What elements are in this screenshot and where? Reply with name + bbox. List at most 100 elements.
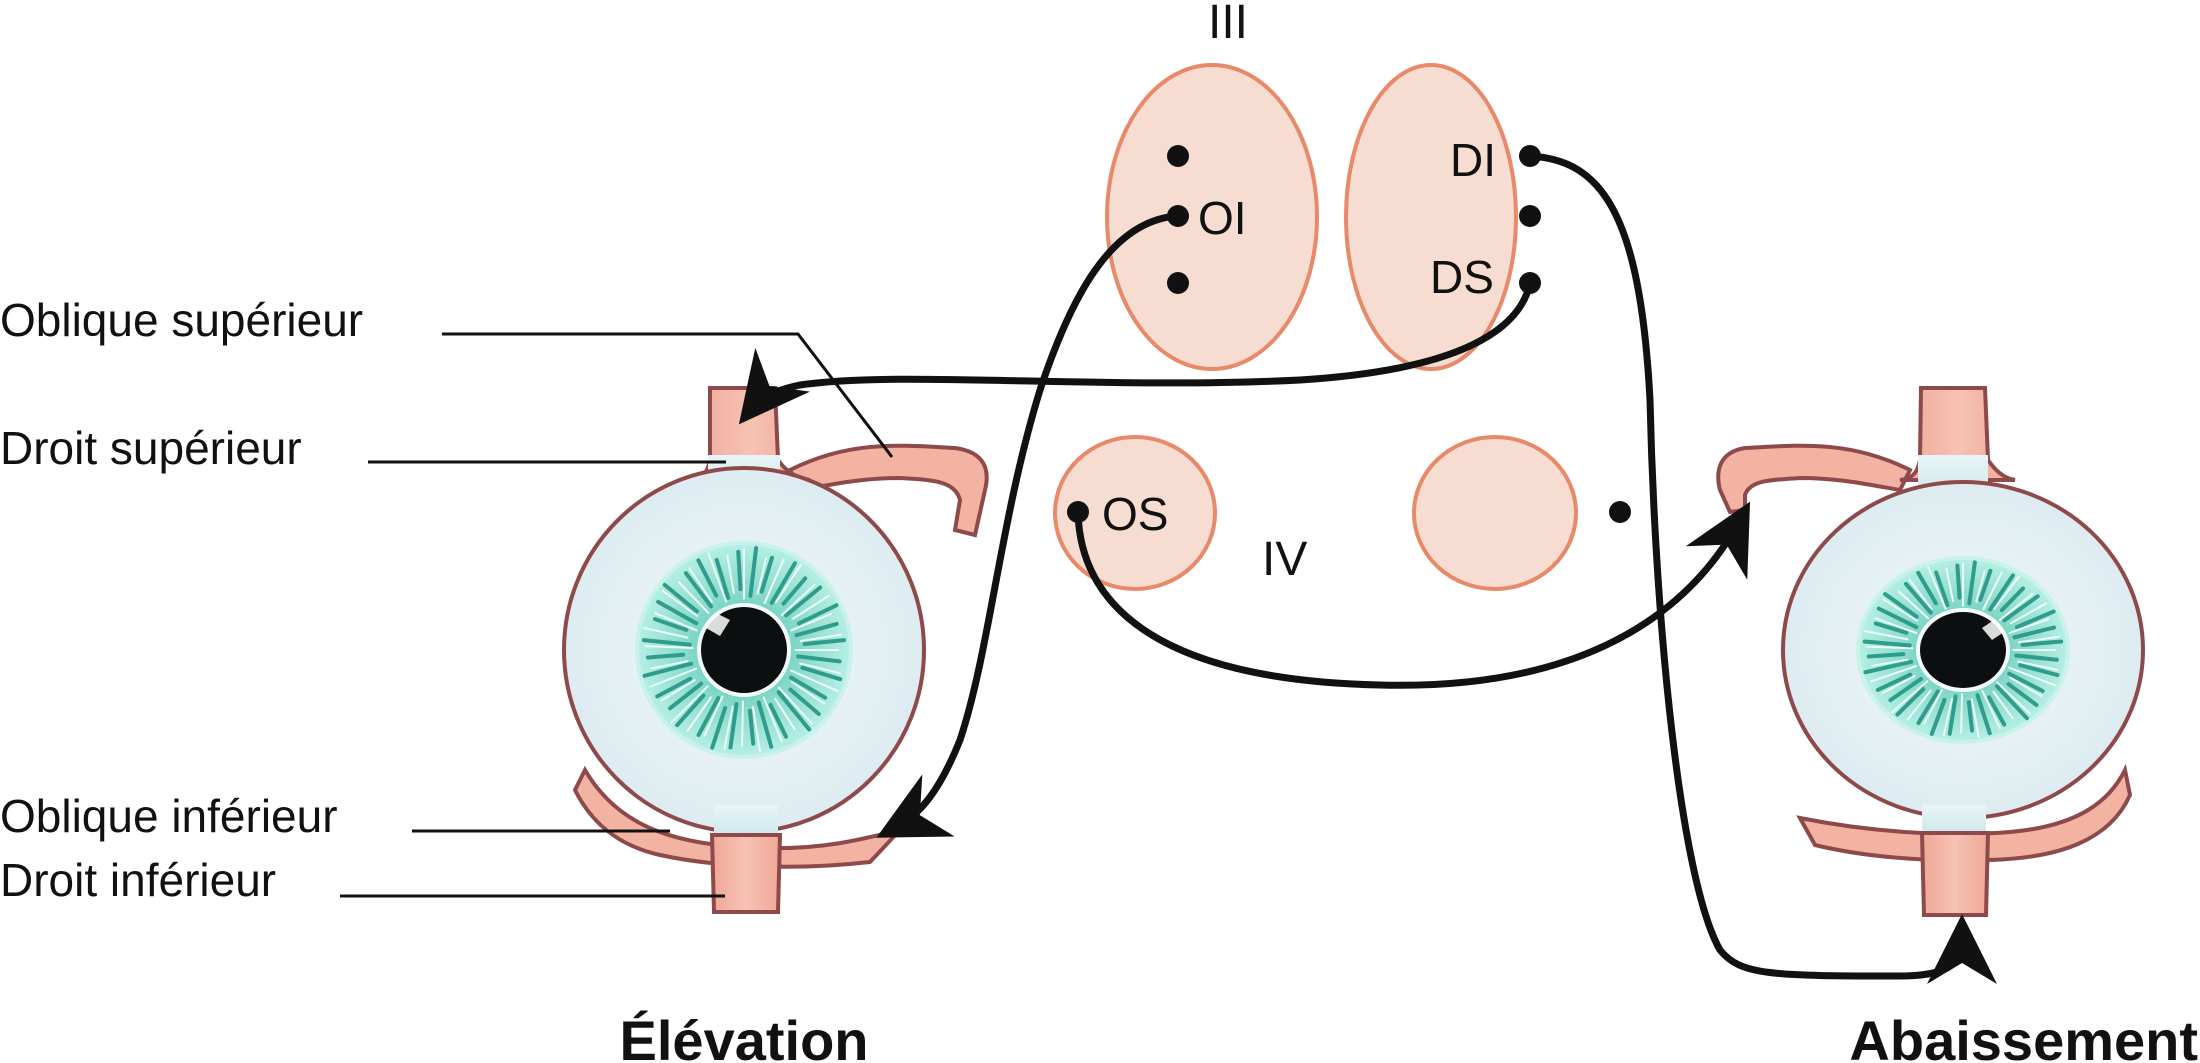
iris-streak (653, 617, 689, 632)
iris-streak (1992, 690, 2014, 720)
iris-streak (1874, 617, 1918, 635)
caption-elevation: Élévation (620, 1009, 869, 1063)
label-oblique-inferieur: Oblique inférieur (0, 790, 338, 842)
iris-streak (769, 561, 797, 605)
iris-streak (2002, 594, 2040, 623)
iris-streak (1862, 639, 1912, 648)
iris-streak (728, 702, 739, 750)
innervation-arrows (738, 152, 1997, 985)
eye-left (562, 386, 989, 914)
iris-streak (660, 679, 696, 702)
iris-streak (670, 685, 709, 724)
iris-streak (777, 686, 814, 725)
iris-streak (654, 612, 698, 632)
eye-right (1716, 386, 2145, 917)
iris-streak (1978, 568, 1993, 602)
tendon-rectus-inferior (714, 805, 778, 835)
iris-streak (1934, 570, 1950, 608)
nucleus-oculomotor-right (1344, 63, 1518, 371)
nucleus-group-iv: OS IV (1053, 435, 1631, 591)
iris-streak (661, 589, 699, 618)
iris-streak (710, 705, 728, 750)
iris-streak (1975, 570, 1986, 603)
iris-streak (2018, 663, 2060, 678)
iris-streak (788, 687, 821, 716)
iris-streak (2014, 609, 2056, 630)
leader-oblique-superior (442, 332, 894, 458)
muscle-oblique-superior (787, 443, 989, 538)
iris-streak (683, 571, 714, 609)
arrow-os-to-oblique-superior (1074, 501, 1751, 689)
iris-streak (686, 696, 712, 732)
nucleus-dot (1519, 205, 1541, 227)
iris-streak (776, 690, 812, 732)
iris-streak (741, 700, 744, 748)
iris-streak (2018, 635, 2060, 644)
iris-streak (677, 581, 710, 614)
iris-streak (1876, 606, 1919, 630)
iris-streaks (1862, 560, 2064, 739)
iris-streak (768, 702, 788, 739)
nucleus-label-oi: OI (1198, 192, 1247, 244)
nucleus-dot (1167, 272, 1189, 294)
nucleus-trochlear-left (1053, 435, 1217, 591)
iris-streak (642, 661, 694, 678)
iris-streak (1967, 560, 1977, 606)
iris-streak (642, 626, 689, 639)
arrow-ds-to-rectus-superior (738, 279, 1534, 425)
iris-streak (1863, 630, 1909, 641)
nucleus-trochlear-right (1412, 435, 1578, 591)
iris-streak (1923, 689, 1943, 725)
iris-streak (1994, 684, 2029, 721)
iris-streak (688, 567, 713, 603)
iris-streak (1982, 571, 2003, 611)
caption-abaissement: Abaissement (1849, 1009, 2198, 1063)
label-droit-inferieur: Droit inférieur (0, 854, 276, 906)
iris-streak (696, 696, 721, 737)
iris-streak (1942, 697, 1953, 736)
iris-streak (1981, 689, 2001, 730)
iris-streak (781, 576, 808, 606)
iris-streak (791, 594, 830, 620)
iris-streak (794, 621, 839, 638)
iris-streak (1987, 695, 2007, 727)
iris-streak (2007, 671, 2045, 693)
iris-streak (707, 552, 728, 603)
iris-streak (703, 695, 724, 737)
iris-streak (1890, 680, 1929, 714)
iris-streak (2012, 625, 2056, 640)
iris-streak (723, 705, 734, 750)
iris-streak (726, 554, 735, 595)
iris-streak (1975, 693, 1992, 736)
iris-streak (1929, 697, 1947, 736)
iris-streak (1906, 689, 1932, 721)
iris-streak (747, 708, 756, 746)
iris-streak (675, 693, 706, 728)
iris-streak (1908, 578, 1933, 610)
iris-streak (1881, 674, 1916, 695)
iris-streak (1895, 687, 1926, 717)
nucleus-label-os: OS (1102, 488, 1168, 540)
iris-streak (1866, 652, 1906, 659)
iris-streak (1888, 677, 1923, 703)
iris-streak (791, 681, 826, 705)
iris-streak (1966, 700, 1975, 733)
iris-streak (1897, 590, 1930, 620)
iris-streak (796, 603, 839, 626)
iris-streak (802, 638, 847, 647)
nucleus-oculomotor-left (1105, 63, 1319, 371)
iris-streak (2020, 639, 2064, 647)
nucleus-dot (1167, 145, 1189, 167)
iris-streak (756, 700, 774, 749)
muscle-oblique-inferior (572, 765, 907, 869)
iris-streak (1904, 581, 1933, 615)
iris-streak (696, 558, 719, 598)
iris-streak (645, 652, 686, 660)
iris-streak (2006, 682, 2039, 707)
iris-streak (784, 585, 823, 618)
iris-streak (775, 563, 803, 603)
iris-streak (762, 696, 783, 742)
iris-streak (1873, 621, 1909, 635)
iris-streak (759, 555, 774, 594)
nerve-label-iii: III (1208, 0, 1248, 49)
